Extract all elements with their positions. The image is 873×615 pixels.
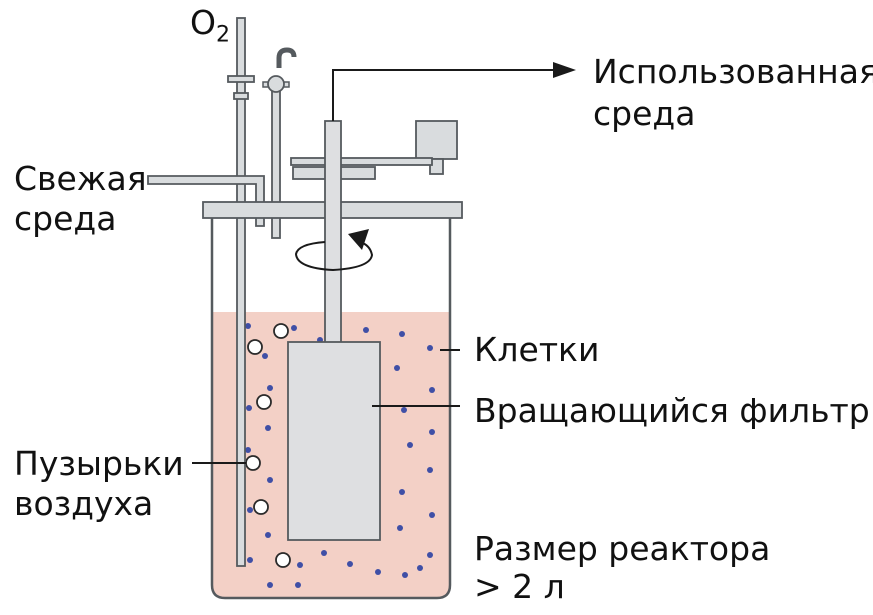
air-bubbles-label-line2: воздуха <box>14 484 154 523</box>
oxygen-tube <box>236 17 246 567</box>
used-medium-label-line1: Использованная <box>593 52 873 91</box>
rotation-arrow <box>294 229 374 272</box>
cell-dots <box>245 323 435 588</box>
oxygen-label-main: O <box>190 3 216 42</box>
reactor-size-label-line1: Размер реактора <box>474 529 771 568</box>
used-medium-arrowhead <box>553 62 576 78</box>
used-medium-line <box>332 69 555 121</box>
reactor-size-label-line2: > 2 л <box>474 567 565 606</box>
filter-shaft <box>324 120 342 344</box>
oxygen-label: O2 <box>190 4 230 55</box>
oxygen-tube-joint <box>233 92 249 100</box>
motor-body <box>415 120 458 160</box>
air-bubbles <box>245 323 291 568</box>
oxygen-label-sub: 2 <box>215 22 230 48</box>
rotating-filter-label: Вращающийся фильтр <box>474 391 870 430</box>
cells-label: Клетки <box>474 330 600 369</box>
used-medium-label-line2: среда <box>593 94 696 133</box>
fresh-medium-label-line1: Свежая <box>14 159 147 198</box>
oxygen-valve <box>227 75 255 83</box>
fresh-medium-label-line2: среда <box>14 199 117 238</box>
motor-shaft <box>429 158 444 175</box>
reactor-vessel <box>210 218 452 600</box>
fresh-medium-pipe <box>147 175 265 227</box>
rotating-filter-body <box>287 341 381 541</box>
sampling-tap-hook <box>276 47 297 68</box>
air-bubbles-label-line1: Пузырьки <box>14 444 184 483</box>
sampling-tap-valve <box>267 75 285 93</box>
drive-belt <box>290 157 433 166</box>
